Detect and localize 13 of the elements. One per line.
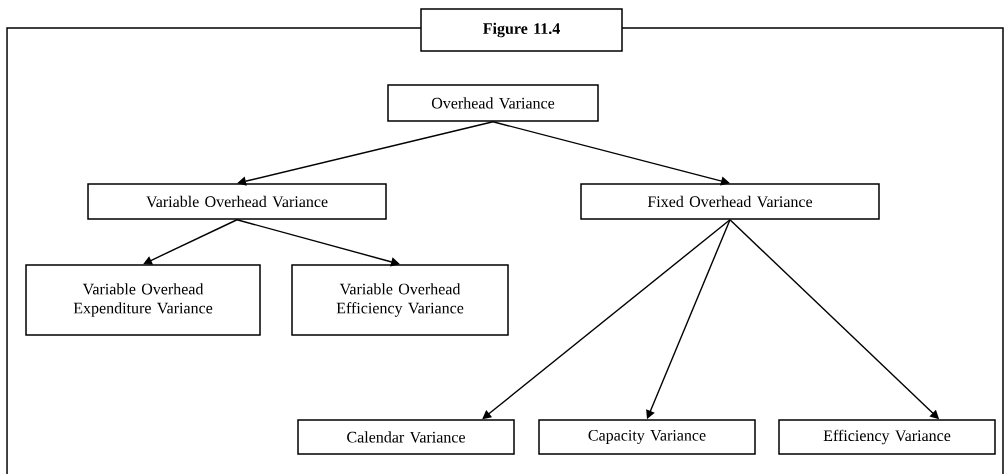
variance-box: Variable Overhead Efficiency Variance [291, 264, 509, 336]
figure-title-box: Figure 11.4 [420, 8, 623, 52]
variance-box: Efficiency Variance [778, 419, 996, 455]
arrow [237, 121, 494, 186]
arrow [492, 121, 730, 186]
variance-box: Fixed Overhead Variance [580, 183, 880, 220]
arrow [236, 219, 400, 267]
variance-box: Overhead Variance [387, 84, 599, 122]
arrow [143, 219, 238, 265]
variance-box: Variable Overhead Expenditure Variance [25, 264, 261, 336]
variance-box: Calendar Variance [297, 419, 515, 455]
variance-box: Variable Overhead Variance [87, 183, 387, 220]
variance-box: Capacity Variance [538, 419, 756, 455]
